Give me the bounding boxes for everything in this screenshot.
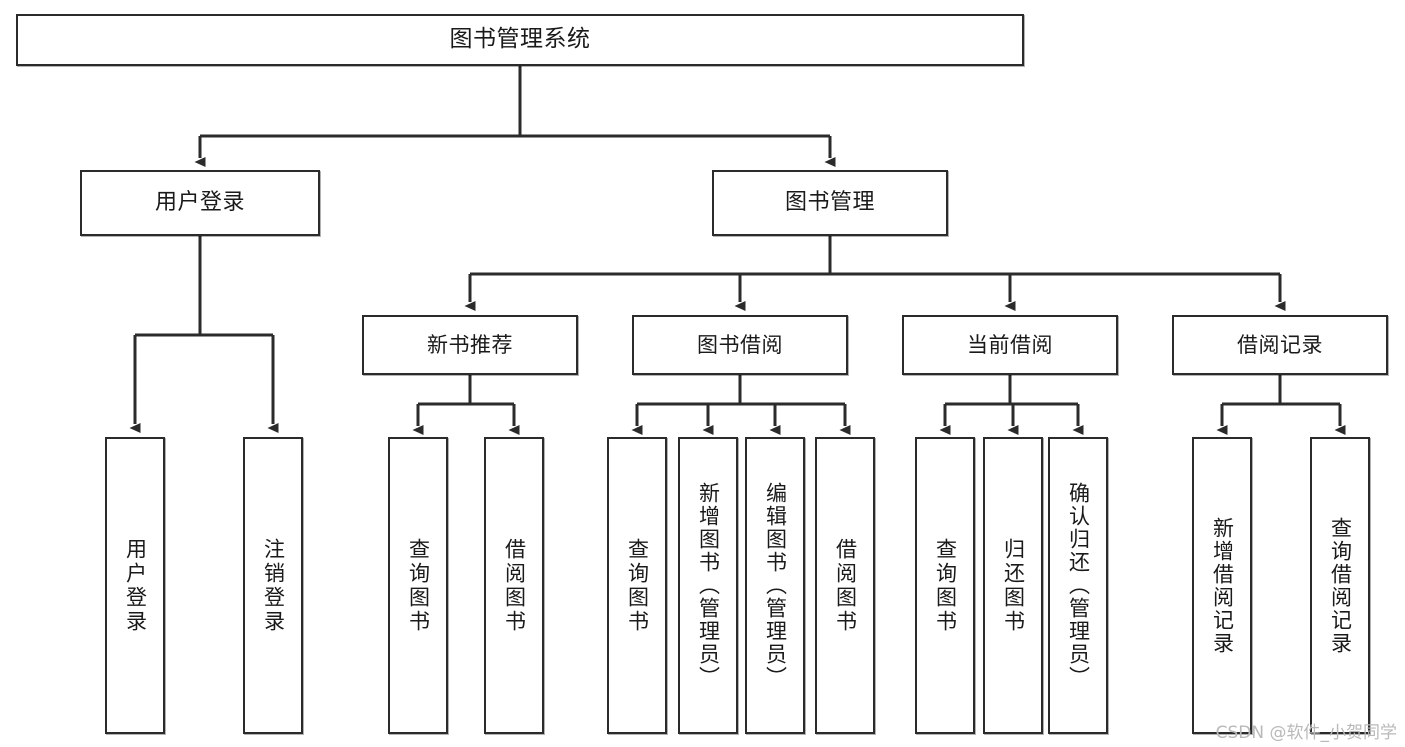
node-label: 新增图书（管理员） [696, 482, 721, 689]
node-book-management[interactable]: 图书管理 [712, 170, 948, 236]
node-leaf-query-book-recommend[interactable]: 查询图书 [388, 437, 448, 734]
node-leaf-query-book-current[interactable]: 查询图书 [915, 437, 975, 734]
node-label: 图书借阅 [697, 332, 783, 357]
node-leaf-return-book[interactable]: 归还图书 [983, 437, 1043, 734]
node-label: 当前借阅 [967, 332, 1053, 357]
node-label: 借阅图书 [833, 538, 858, 634]
node-label: 图书管理 [784, 190, 875, 216]
node-book-management-system[interactable]: 图书管理系统 [16, 14, 1024, 66]
node-label: 编辑图书（管理员） [763, 482, 788, 689]
node-label: 查询图书 [406, 538, 431, 634]
node-borrow-record[interactable]: 借阅记录 [1172, 315, 1388, 375]
node-new-book-recommend[interactable]: 新书推荐 [362, 315, 578, 375]
node-label: 用户登录 [154, 190, 245, 216]
node-leaf-query-borrow-record[interactable]: 查询借阅记录 [1310, 437, 1370, 734]
node-leaf-query-book-borrow[interactable]: 查询图书 [607, 437, 667, 734]
node-leaf-logout[interactable]: 注销登录 [243, 437, 303, 734]
node-leaf-user-login[interactable]: 用户登录 [105, 437, 165, 734]
node-leaf-add-book-admin[interactable]: 新增图书（管理员） [678, 437, 738, 734]
node-book-borrow[interactable]: 图书借阅 [632, 315, 848, 375]
node-current-borrow[interactable]: 当前借阅 [902, 315, 1118, 375]
node-leaf-edit-book-admin[interactable]: 编辑图书（管理员） [745, 437, 805, 734]
node-label: 借阅记录 [1237, 332, 1323, 357]
node-label: 新增借阅记录 [1210, 517, 1235, 655]
node-leaf-confirm-return-admin[interactable]: 确认归还（管理员） [1048, 437, 1108, 734]
node-user-login[interactable]: 用户登录 [80, 170, 320, 236]
node-leaf-add-borrow-record[interactable]: 新增借阅记录 [1192, 437, 1252, 734]
node-label: 新书推荐 [427, 332, 513, 357]
node-label: 归还图书 [1001, 538, 1026, 634]
node-leaf-borrow-book-recommend[interactable]: 借阅图书 [484, 437, 544, 734]
node-label: 查询图书 [933, 538, 958, 634]
node-label: 查询借阅记录 [1328, 517, 1353, 655]
node-label: 查询图书 [625, 538, 650, 634]
node-label: 注销登录 [261, 538, 286, 634]
node-label: 借阅图书 [502, 538, 527, 634]
node-leaf-borrow-book[interactable]: 借阅图书 [815, 437, 875, 734]
node-label: 确认归还（管理员） [1066, 482, 1091, 689]
node-label: 用户登录 [123, 538, 148, 634]
node-label: 图书管理系统 [449, 26, 591, 53]
